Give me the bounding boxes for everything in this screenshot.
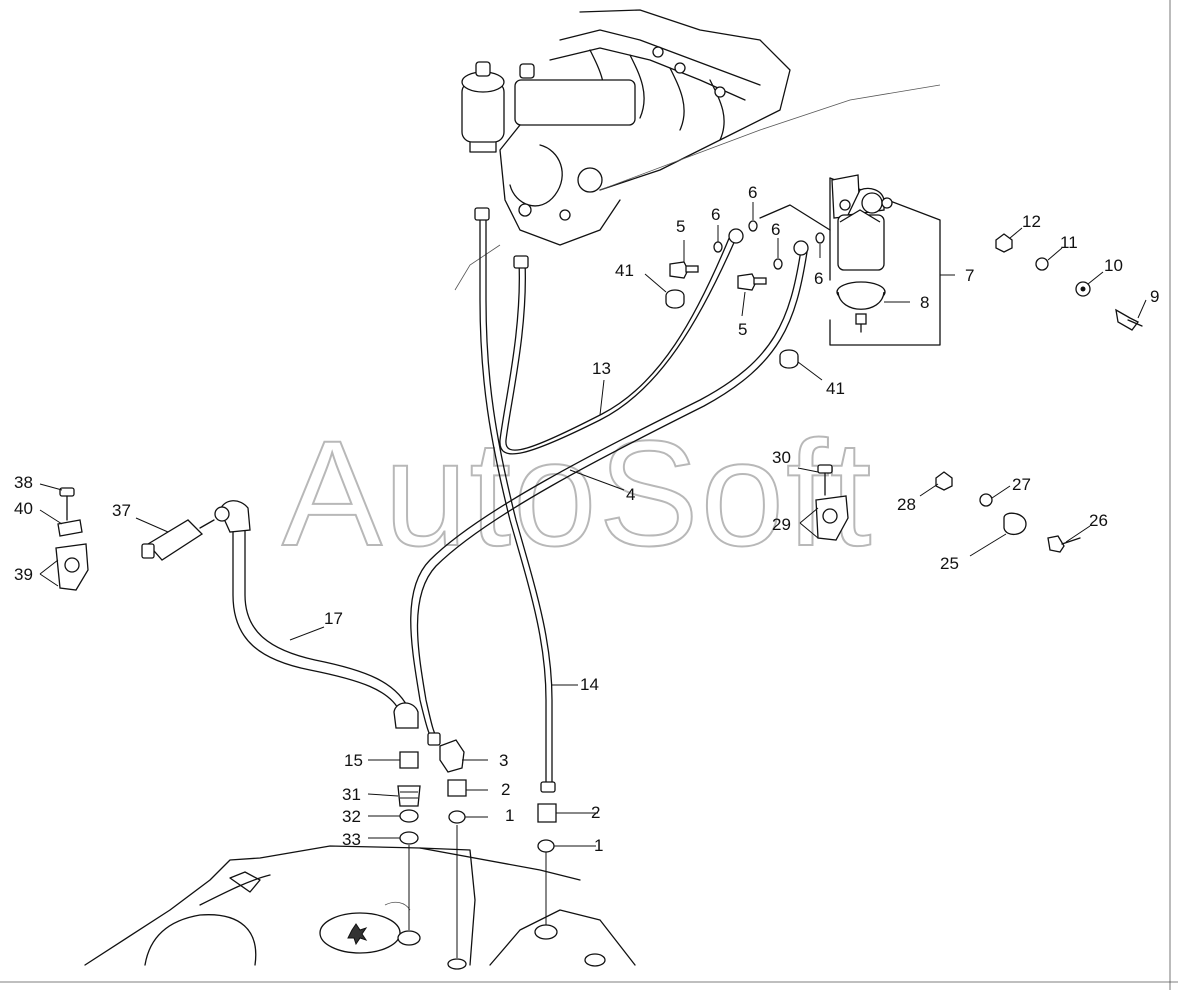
callout-41-left: 41 — [615, 261, 634, 280]
callout-39: 39 — [14, 565, 33, 584]
callout-28: 28 — [897, 495, 916, 514]
callout-33: 33 — [342, 830, 361, 849]
callout-3: 3 — [499, 751, 508, 770]
callout-1-left: 1 — [505, 806, 514, 825]
callout-30: 30 — [772, 448, 791, 467]
callout-4: 4 — [626, 485, 635, 504]
callout-6-b: 6 — [748, 183, 757, 202]
callout-32: 32 — [342, 807, 361, 826]
callout-37: 37 — [112, 501, 131, 520]
callout-6-a: 6 — [711, 205, 720, 224]
fuel-filter-assembly — [759, 174, 941, 346]
fuel-pipes — [214, 207, 809, 793]
callout-38: 38 — [14, 473, 33, 492]
engine-block — [454, 9, 941, 291]
callout-14: 14 — [580, 675, 599, 694]
callout-2-right: 2 — [591, 803, 600, 822]
callout-7: 7 — [965, 266, 974, 285]
callout-labels: 1 1 2 2 3 4 5 5 6 6 6 6 7 8 9 10 11 12 1… — [14, 183, 1159, 855]
callout-10: 10 — [1104, 256, 1123, 275]
tank-connection-lines — [408, 825, 547, 958]
callout-8: 8 — [920, 293, 929, 312]
callout-15: 15 — [344, 751, 363, 770]
watermark-text: AutoSoft — [282, 409, 873, 577]
callout-13: 13 — [592, 359, 611, 378]
callout-29: 29 — [772, 515, 791, 534]
callout-26: 26 — [1089, 511, 1108, 530]
callout-11: 11 — [1060, 233, 1078, 252]
callout-27: 27 — [1012, 475, 1031, 494]
callout-31: 31 — [342, 785, 361, 804]
callout-25: 25 — [940, 554, 959, 573]
callout-6-c: 6 — [771, 220, 780, 239]
callout-9: 9 — [1150, 287, 1159, 306]
fuel-tank — [84, 845, 636, 970]
callout-17: 17 — [324, 609, 343, 628]
callout-41-right: 41 — [826, 379, 845, 398]
callout-5-top: 5 — [676, 217, 685, 236]
callout-1-right: 1 — [594, 836, 603, 855]
callout-2-left: 2 — [501, 780, 510, 799]
callout-6-d: 6 — [814, 269, 823, 288]
callout-12: 12 — [1022, 212, 1041, 231]
callout-5-bottom: 5 — [738, 320, 747, 339]
leader-lines — [39, 202, 1147, 847]
callout-40: 40 — [14, 499, 33, 518]
